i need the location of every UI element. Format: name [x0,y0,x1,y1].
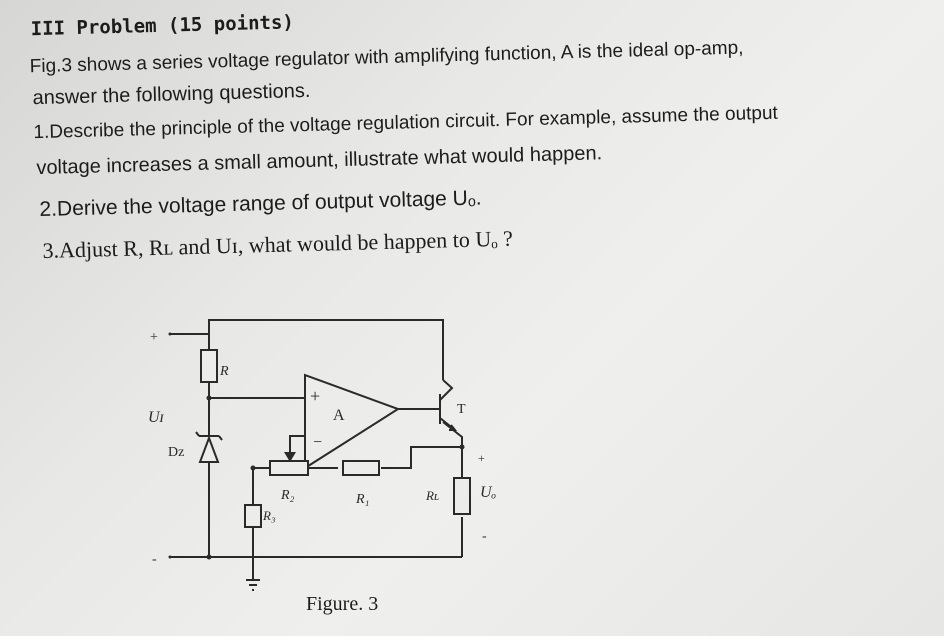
input-voltage-label: Uɪ [148,409,165,426]
opamp-label: A [333,407,345,424]
circuit-labels: + - Uɪ R Dz A + − T R₁ R₂ R₃ Rʟ Uₒ + - [148,330,497,567]
zener-label: Dz [168,445,184,460]
wiper-arrow-icon [284,452,296,462]
resistor-r-label: R [219,364,229,379]
transistor-label: T [457,402,466,417]
output-minus-label: - [482,529,487,544]
resistor-r1 [342,460,380,476]
r3-label: R₃ [262,508,275,523]
top-rail-wire [170,319,444,380]
resistor-r [200,349,218,383]
opamp-minus-label: − [313,434,322,451]
output-plus-label: + [478,451,485,465]
opamp-a [304,373,401,470]
input-plus-label: + [150,330,158,345]
transistor-t [439,379,458,431]
figure-caption: Figure. 3 [306,593,379,615]
input-minus-label: - [152,552,157,567]
ground-icon [246,579,260,591]
input-terminals [168,332,465,560]
output-voltage-label: Uₒ [480,484,497,501]
circuit-wires [170,319,463,580]
resistor-rl [453,477,471,515]
zener-diode [195,431,223,463]
r2-label: R₂ [280,488,295,503]
resistor-r3 [244,504,262,528]
opamp-plus-label: + [310,386,320,406]
r1-label: R₁ [355,492,369,507]
rl-label: Rʟ [425,488,439,503]
resistor-r2 [269,460,309,476]
